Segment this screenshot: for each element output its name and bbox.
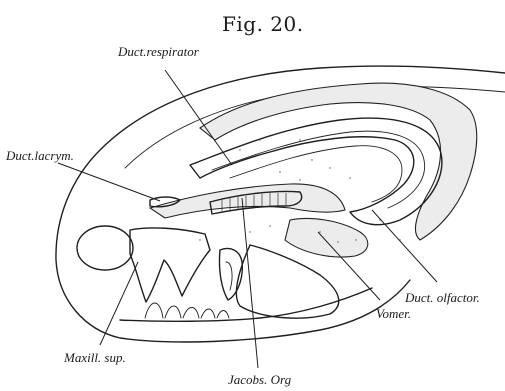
label-vomer: Vomer.	[376, 306, 411, 321]
label-jacobs-org: Jacobs. Org	[228, 372, 292, 387]
eye-orbit	[77, 226, 133, 270]
label-duct-olfactor: Duct. olfactor.	[404, 290, 480, 305]
label-duct-respirator: Duct.respirator	[117, 44, 200, 59]
label-duct-lacrym: Duct.lacrym.	[5, 148, 74, 163]
upper-jaw	[130, 228, 210, 302]
nasal-capsule-roof	[200, 83, 477, 240]
label-maxill-sup: Maxill. sup.	[63, 350, 126, 365]
leader-jacobs-org	[242, 198, 258, 368]
vomer-bone	[285, 219, 368, 258]
figure-title: Fig. 20.	[222, 12, 304, 36]
tooth-germ-1-inner	[226, 262, 232, 290]
leader-duct-lacrym	[58, 163, 160, 201]
teeth-row	[145, 303, 229, 318]
leader-maxill-sup	[100, 262, 138, 345]
